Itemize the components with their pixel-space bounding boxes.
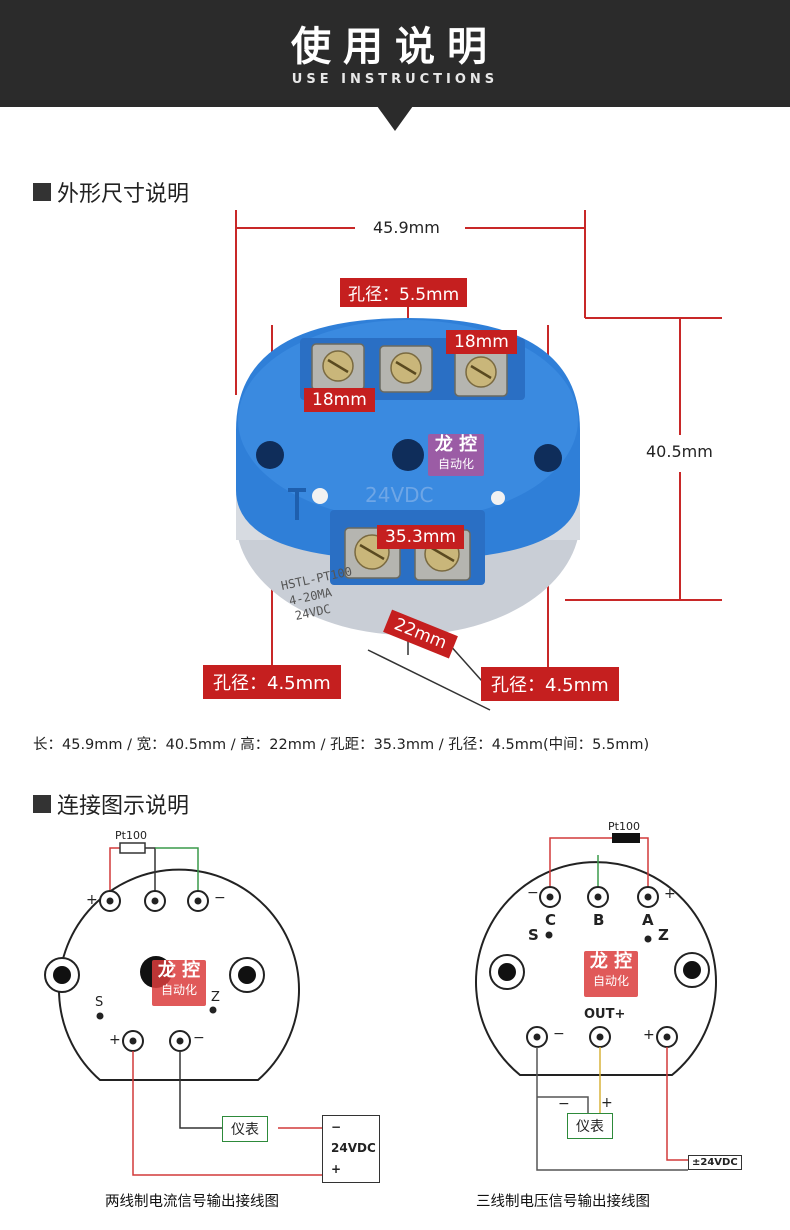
spec-summary: 长：45.9mm / 宽：40.5mm / 高：22mm / 孔距：35.3mm… — [33, 737, 650, 753]
three-wire-brand-watermark: 龙 控 自动化 — [584, 951, 638, 997]
header-banner — [0, 0, 790, 107]
brand-line2: 自动化 — [437, 457, 474, 471]
two-wire-meter-box: 仪表 — [222, 1116, 268, 1142]
two-wire-plus-bottom: + — [109, 1032, 121, 1048]
brand-line1: 龙 控 — [434, 434, 478, 455]
width-dimension-label: 45.9mm — [367, 218, 446, 237]
three-wire-a-label: A — [642, 911, 654, 929]
heading-square-icon — [33, 795, 51, 813]
three-wire-sensor-label: Pt100 — [608, 820, 640, 833]
heading-square-icon — [33, 183, 51, 201]
section-heading-dimensions: 外形尺寸说明 — [33, 176, 189, 208]
two-wire-sensor-label: Pt100 — [115, 829, 147, 842]
device-embossed-voltage: 24VDC — [365, 483, 434, 507]
three-wire-caption: 三线制电压信号输出接线图 — [476, 1194, 650, 1210]
section-heading-wiring: 连接图示说明 — [33, 788, 189, 820]
hole-spacing-tag: 35.3mm — [377, 525, 464, 549]
three-wire-meter-plus: + — [601, 1095, 613, 1111]
psu-label: 24VDC — [331, 1141, 376, 1155]
three-wire-z-label: Z — [658, 926, 669, 944]
center-hole-tag: 孔径：5.5mm — [340, 278, 468, 307]
right-hole-tag: 孔径：4.5mm — [481, 667, 619, 701]
two-wire-caption: 两线制电流信号输出接线图 — [105, 1194, 279, 1210]
height-dimension-label: 40.5mm — [640, 442, 719, 461]
brand-watermark-device: 龙 控 自动化 — [428, 434, 484, 476]
terminal-pitch-top-tag: 18mm — [446, 330, 517, 354]
three-wire-out-label: OUT+ — [584, 1007, 626, 1022]
two-wire-z-label: Z — [211, 990, 220, 1005]
three-wire-plus-top: + — [664, 886, 676, 902]
device-dimension-drawing: 24VDC HSTL-PT100 4-20MA 24VDC — [235, 210, 722, 711]
terminal-pitch-left-tag: 18mm — [304, 388, 375, 412]
two-wire-minus-top: − — [214, 890, 226, 906]
three-wire-minus-top: − — [527, 885, 539, 901]
brand-line2: 自动化 — [160, 983, 197, 997]
two-wire-s-label: S — [95, 995, 104, 1010]
page-title: 使用说明 — [291, 24, 499, 70]
psu-plus: + — [331, 1162, 342, 1176]
three-wire-b-label: B — [593, 911, 605, 929]
three-wire-s-label: S — [528, 926, 539, 944]
brand-line1: 龙 控 — [589, 951, 633, 972]
two-wire-power-supply: − 24VDC + — [322, 1115, 380, 1183]
three-wire-power-supply: ±24VDC — [688, 1155, 742, 1170]
page-subtitle: USE INSTRUCTIONS — [291, 72, 499, 87]
two-wire-brand-watermark: 龙 控 自动化 — [152, 960, 206, 1006]
brand-line2: 自动化 — [592, 974, 629, 988]
psu-minus: − — [331, 1120, 342, 1134]
three-wire-plus-bottom: + — [643, 1027, 655, 1043]
section-heading-label: 连接图示说明 — [57, 794, 190, 819]
section-heading-label: 外形尺寸说明 — [57, 182, 190, 207]
three-wire-minus-bottom: − — [553, 1026, 565, 1042]
three-wire-meter-box: 仪表 — [567, 1113, 613, 1139]
brand-line1: 龙 控 — [157, 960, 201, 981]
banner-arrow — [377, 106, 413, 131]
two-wire-minus-bottom: − — [193, 1030, 205, 1046]
two-wire-plus-top: + — [86, 892, 98, 908]
three-wire-c-label: C — [545, 911, 557, 929]
left-hole-tag: 孔径：4.5mm — [203, 665, 341, 699]
three-wire-meter-minus: − — [558, 1096, 570, 1112]
